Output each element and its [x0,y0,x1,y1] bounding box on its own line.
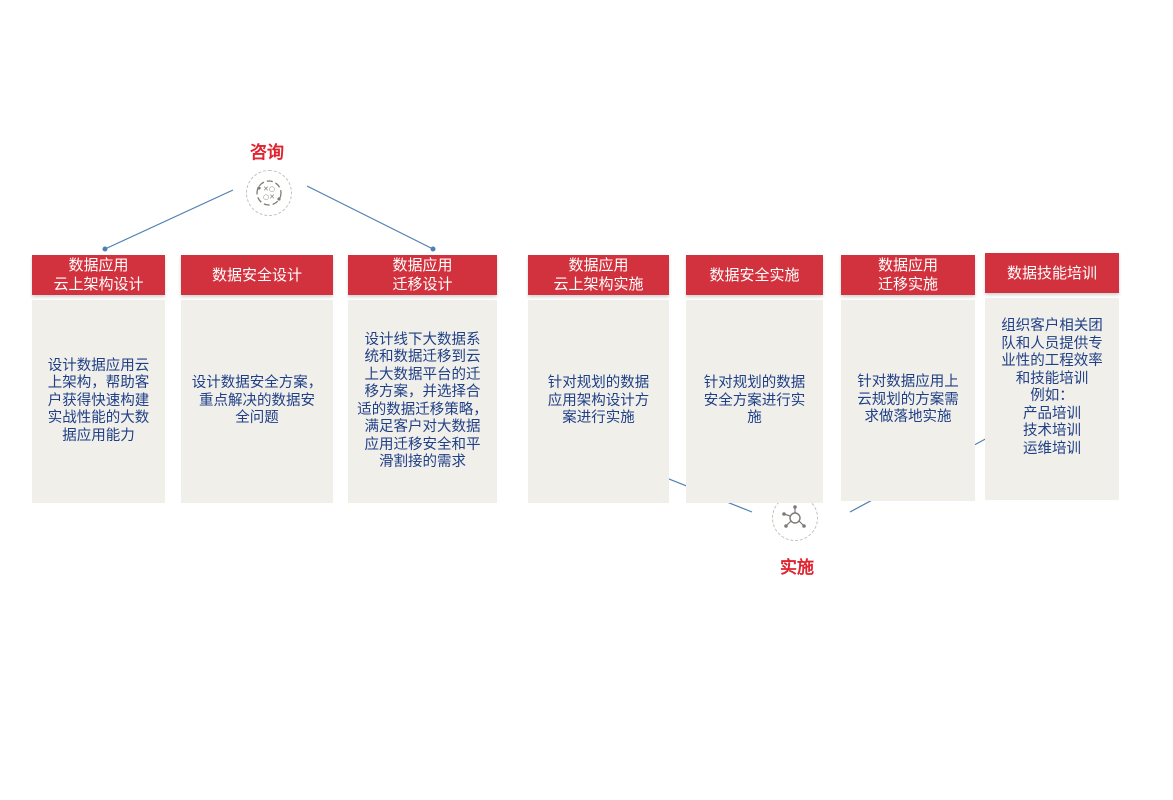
card-body: 组织客户相关团 队和人员提供专 业性的工程效率 和技能培训 例如： 产品培训 技… [985,298,1119,500]
card-header: 数据安全设计 [181,255,333,295]
card-title: 数据安全设计 [211,265,302,284]
card-description: 针对规划的数据 安全方案进行实 施 [703,375,806,427]
card-body: 针对数据应用上 云规划的方案需 求做落地实施 [841,300,975,501]
card-body: 针对规划的数据 安全方案进行实 施 [686,300,823,503]
card-description: 组织客户相关团 队和人员提供专 业性的工程效率 和技能培训 例如： 产品培训 技… [1001,318,1103,457]
card-arch-implement: 数据应用 云上架构实施 针对规划的数据 应用架构设计方 案进行实施 [528,255,669,503]
card-title: 数据应用 云上架构实施 [553,256,644,293]
card-description: 针对数据应用上 云规划的方案需 求做落地实施 [857,374,959,426]
connector-dot [102,246,108,252]
connector-dot [430,246,436,252]
svg-text:✕○: ✕○ [263,185,275,193]
card-header: 数据应用 迁移设计 [348,255,497,295]
implement-label: 实施 [780,558,814,578]
card-migration-implement: 数据应用 迁移实施 针对数据应用上 云规划的方案需 求做落地实施 [841,255,975,501]
card-title: 数据安全实施 [709,265,800,284]
card-description: 设计线下大数据系 统和数据迁移到云 上大数据平台的迁 移方案，并选择合 适的数据… [357,331,488,471]
card-header: 数据技能培训 [985,253,1119,293]
card-migration-design: 数据应用 迁移设计 设计线下大数据系 统和数据迁移到云 上大数据平台的迁 移方案… [348,255,497,503]
card-header: 数据安全实施 [686,255,823,295]
card-title: 数据技能培训 [1006,263,1097,282]
implement-icon [782,505,806,528]
consult-badge: ✕○ ○✕ [246,170,292,216]
card-header: 数据应用 迁移实施 [841,255,975,295]
card-body: 设计数据应用云 上架构，帮助客 户获得快速构建 实战性能的大数 据应用能力 [32,300,165,503]
svg-text:○✕: ○✕ [263,193,275,201]
connector-line [104,189,234,250]
card-body: 设计线下大数据系 统和数据迁移到云 上大数据平台的迁 移方案，并选择合 适的数据… [348,300,497,503]
card-body: 针对规划的数据 应用架构设计方 案进行实施 [528,300,669,503]
card-body: 设计数据安全方案， 重点解决的数据安 全问题 [181,300,333,503]
connector-line [306,185,434,250]
card-title: 数据应用 迁移设计 [392,256,453,293]
card-title: 数据应用 云上架构设计 [53,256,144,293]
card-description: 设计数据安全方案， 重点解决的数据安 全问题 [191,375,323,427]
card-description: 设计数据应用云 上架构，帮助客 户获得快速构建 实战性能的大数 据应用能力 [47,357,150,444]
card-header: 数据应用 云上架构设计 [32,255,165,295]
consult-label: 咨询 [250,143,284,163]
card-security-implement: 数据安全实施 针对规划的数据 安全方案进行实 施 [686,255,823,503]
card-arch-design: 数据应用 云上架构设计 设计数据应用云 上架构，帮助客 户获得快速构建 实战性能… [32,255,165,503]
consult-icon: ✕○ ○✕ [256,180,282,206]
card-security-design: 数据安全设计 设计数据安全方案， 重点解决的数据安 全问题 [181,255,333,503]
card-title: 数据应用 迁移实施 [877,256,938,293]
card-header: 数据应用 云上架构实施 [528,255,669,295]
card-skill-training: 数据技能培训 组织客户相关团 队和人员提供专 业性的工程效率 和技能培训 例如：… [985,253,1119,500]
card-description: 针对规划的数据 应用架构设计方 案进行实施 [547,375,650,427]
